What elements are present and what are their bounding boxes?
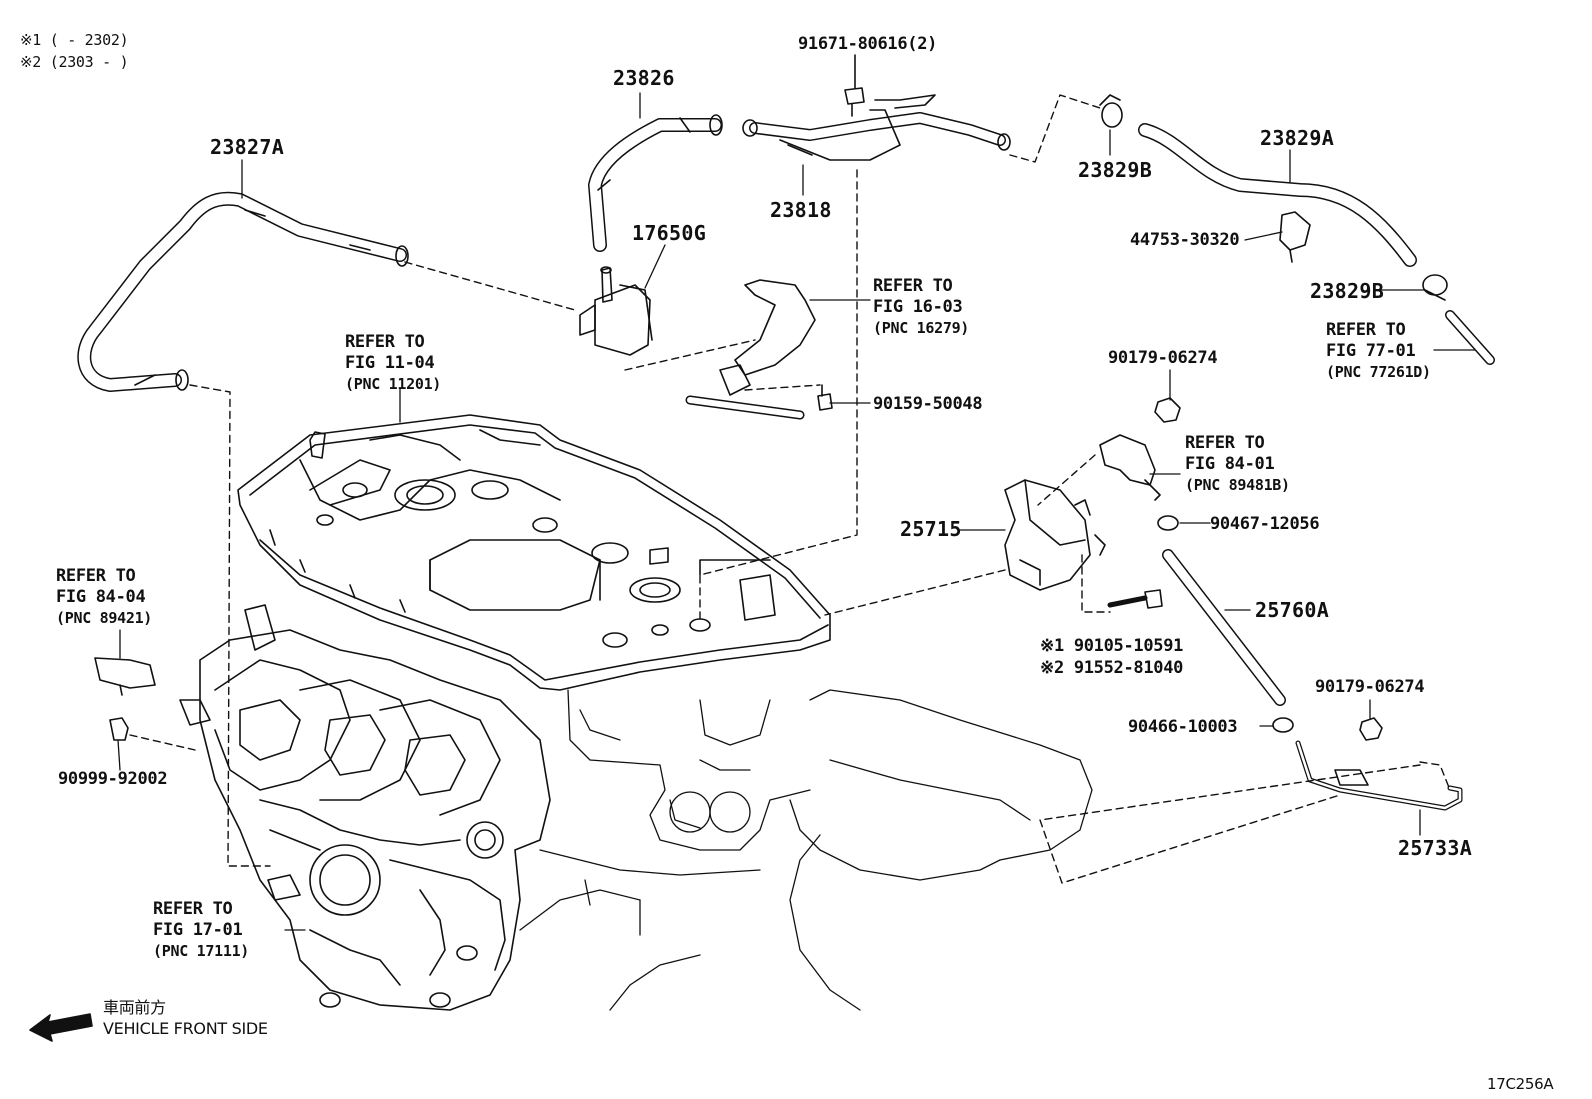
part-label-91671-80616[interactable]: 91671-80616(2) <box>798 34 938 54</box>
egr-valve-25715 <box>1004 479 1106 591</box>
nut-90179-top <box>1154 397 1181 423</box>
part-label-17650G[interactable]: 17650G <box>632 221 707 245</box>
note-1: ※1 ( - 2302) <box>20 31 129 49</box>
pipe-25733A <box>1295 740 1463 811</box>
hose-23826 <box>588 114 723 252</box>
note-2: ※2 (2303 - ) <box>20 53 129 71</box>
refer-16-line1: REFER TO <box>873 276 953 296</box>
clip-44753 <box>1279 211 1311 263</box>
refer-fig-77-01[interactable]: REFER TO FIG 77-01 (PNC 77261D) <box>1326 320 1431 383</box>
refer-11-line2: FIG 11-04 <box>345 353 435 373</box>
part-label-90159-50048[interactable]: 90159-50048 <box>873 394 983 414</box>
clamp-90467 <box>1157 515 1179 531</box>
vehicle-front-jp: 車両前方 <box>103 998 166 1017</box>
clamp-90466 <box>1272 717 1294 733</box>
refer-11-line1: REFER TO <box>345 332 425 352</box>
refer-17-line2: FIG 17-01 <box>153 920 243 940</box>
refer-8401-line2: FIG 84-01 <box>1185 454 1275 474</box>
hose-23827A <box>77 191 409 392</box>
refer-17-pnc: (PNC 17111) <box>153 942 250 960</box>
part-label-25760A[interactable]: 25760A <box>1255 598 1330 622</box>
bolt-90105 <box>1107 589 1163 609</box>
nut-90179-bottom <box>1359 717 1383 741</box>
part-label-90467-12056[interactable]: 90467-12056 <box>1210 514 1320 534</box>
part-label-25733A[interactable]: 25733A <box>1398 836 1473 860</box>
cylinder-head-cover <box>237 414 831 691</box>
engine-block-outline <box>519 689 1093 1011</box>
bracket-16-03 <box>685 279 816 420</box>
intake-manifold <box>179 604 551 1011</box>
refer-8401-line1: REFER TO <box>1185 433 1265 453</box>
part-label-90466-10003[interactable]: 90466-10003 <box>1128 717 1238 737</box>
refer-fig-84-04[interactable]: REFER TO FIG 84-04 (PNC 89421) <box>56 566 152 629</box>
clamp-23829B-second <box>1422 274 1448 301</box>
part-label-23829A[interactable]: 23829A <box>1260 126 1335 150</box>
refer-fig-16-03[interactable]: REFER TO FIG 16-03 (PNC 16279) <box>873 276 969 339</box>
refer-8401-pnc: (PNC 89481B) <box>1185 476 1290 494</box>
sensor-84-01 <box>1099 434 1161 501</box>
part-label-91552-81040[interactable]: ※2 91552-81040 <box>1040 658 1184 678</box>
refer-fig-84-01[interactable]: REFER TO FIG 84-01 (PNC 89481B) <box>1185 433 1290 496</box>
refer-77-line1: REFER TO <box>1326 320 1406 340</box>
fitting-90999 <box>109 717 129 741</box>
refer-16-line2: FIG 16-03 <box>873 297 963 317</box>
refer-8404-line1: REFER TO <box>56 566 136 586</box>
part-label-23818[interactable]: 23818 <box>770 198 832 222</box>
part-label-23826[interactable]: 23826 <box>613 66 675 90</box>
refer-fig-17-01[interactable]: REFER TO FIG 17-01 (PNC 17111) <box>153 899 249 962</box>
part-label-23827A[interactable]: 23827A <box>210 135 285 159</box>
hose-25760A <box>1162 549 1286 706</box>
dashed-lines <box>129 94 1451 884</box>
part-label-44753-30320[interactable]: 44753-30320 <box>1130 230 1240 250</box>
refer-77-line2: FIG 77-01 <box>1326 341 1416 361</box>
valve-17650G <box>579 266 653 356</box>
hose-23829A <box>1138 123 1417 267</box>
bolt-91671 <box>844 54 865 117</box>
refer-8404-pnc: (PNC 89421) <box>56 609 153 627</box>
pipe-77-01 <box>1445 310 1495 365</box>
refer-8404-line2: FIG 84-04 <box>56 587 146 607</box>
refer-16-pnc: (PNC 16279) <box>873 319 970 337</box>
refer-fig-11-04[interactable]: REFER TO FIG 11-04 (PNC 11201) <box>345 332 441 395</box>
part-label-23829B-second[interactable]: 23829B <box>1310 279 1385 303</box>
bolt-90159 <box>817 384 833 411</box>
part-label-90105-10591[interactable]: ※1 90105-10591 <box>1040 636 1184 656</box>
part-label-90999-92002[interactable]: 90999-92002 <box>58 769 168 789</box>
arrow-left-icon <box>29 1013 93 1042</box>
pipe-23818 <box>742 94 1011 161</box>
part-label-90179-06274-bottom[interactable]: 90179-06274 <box>1315 677 1425 697</box>
sensor-84-04 <box>94 657 156 696</box>
part-label-25715[interactable]: 25715 <box>900 517 962 541</box>
part-label-23829B-top[interactable]: 23829B <box>1078 158 1153 182</box>
leader-lines <box>117 92 1476 931</box>
part-label-90179-06274-top[interactable]: 90179-06274 <box>1108 348 1218 368</box>
refer-17-line1: REFER TO <box>153 899 233 919</box>
refer-77-pnc: (PNC 77261D) <box>1326 363 1431 381</box>
figure-code: 17C256A <box>1487 1075 1554 1093</box>
vehicle-front-en: VEHICLE FRONT SIDE <box>103 1019 268 1038</box>
refer-11-pnc: (PNC 11201) <box>345 375 442 393</box>
clamp-23829B-top <box>1099 94 1123 128</box>
